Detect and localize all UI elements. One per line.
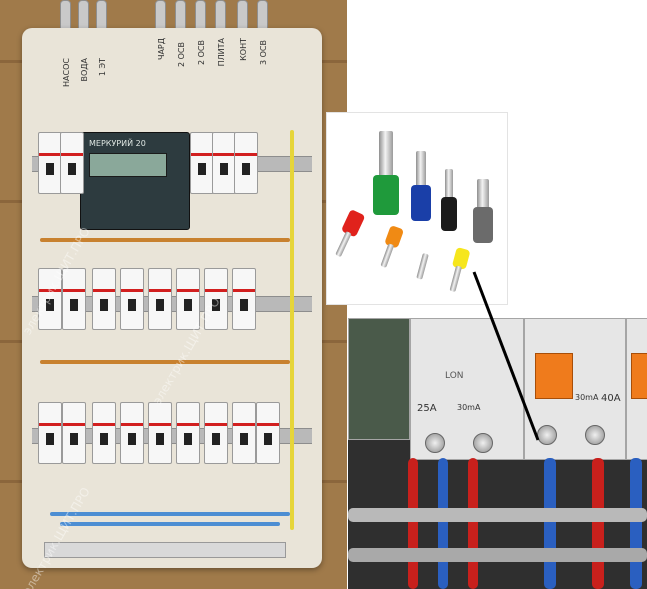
circuit-breaker [204, 402, 228, 464]
brand-label: LON [445, 371, 464, 381]
wire-blue [544, 458, 556, 589]
wire-red [468, 458, 478, 589]
cable-tag: 2 ОСВ [177, 42, 186, 68]
leakage-rating: 30mA [575, 393, 599, 402]
meter-display [89, 153, 167, 177]
circuit-breaker [38, 402, 62, 464]
leakage-rating: 30mA [457, 403, 481, 412]
terminal-screw [425, 433, 445, 453]
current-rating: 40A [601, 393, 621, 404]
rcd-device-right: 30mA 40A [524, 318, 626, 460]
cable-tag: 2 ОСВ [197, 40, 206, 66]
cable-tag: ПЛИТА [217, 38, 226, 67]
circuit-breaker [148, 402, 172, 464]
wire-red [592, 458, 604, 589]
circuit-breaker [204, 268, 228, 330]
rcd-device-edge [626, 318, 647, 460]
cable-tag: 3 ОСВ [259, 40, 268, 66]
terminal-screw [585, 425, 605, 445]
circuit-breaker [212, 132, 236, 194]
circuit-breaker [232, 402, 256, 464]
cable-tag: 1 ЭТ [98, 58, 107, 77]
circuit-breaker [38, 268, 62, 330]
terminal-strip [44, 542, 286, 558]
cable-tag: НАСОС [62, 58, 71, 87]
circuit-breaker [176, 268, 200, 330]
circuit-breaker [190, 132, 214, 194]
terminal-screw [537, 425, 557, 445]
rcd-closeup-photo: LON 25A 30mA 30mA 40A [348, 318, 647, 589]
wire-blue [438, 458, 448, 589]
wire-brown [40, 360, 290, 364]
wire-blue [60, 522, 280, 526]
rcd-device-left: LON 25A 30mA [410, 318, 524, 460]
rcd-toggle [535, 353, 573, 399]
cable-tag: ЧАРД [157, 38, 166, 61]
green-device [348, 318, 410, 440]
circuit-breaker [38, 132, 62, 194]
circuit-breaker [120, 268, 144, 330]
distribution-board-photo: НАСОС ВОДА 1 ЭТ ЧАРД 2 ОСВ 2 ОСВ ПЛИТА К… [0, 0, 347, 589]
circuit-breaker [92, 402, 116, 464]
circuit-breaker [62, 268, 86, 330]
circuit-breaker [62, 402, 86, 464]
cable-tag: ВОДА [80, 58, 89, 82]
wire-gray [348, 548, 647, 562]
wire-gray [348, 508, 647, 522]
wire-yellow-green [290, 130, 294, 530]
ferrules-photo [326, 112, 508, 305]
circuit-breaker [148, 268, 172, 330]
wire-blue [50, 512, 290, 516]
current-rating: 25A [417, 403, 437, 414]
cable-tag: КОНТ [239, 38, 248, 61]
electricity-meter: МЕРКУРИЙ 20 [80, 132, 190, 230]
terminal-screw [473, 433, 493, 453]
circuit-breaker [234, 132, 258, 194]
circuit-breaker [120, 402, 144, 464]
circuit-breaker [176, 402, 200, 464]
circuit-breaker [92, 268, 116, 330]
wire-red [408, 458, 418, 589]
meter-label: МЕРКУРИЙ 20 [89, 139, 146, 148]
circuit-breaker [232, 268, 256, 330]
circuit-breaker [60, 132, 84, 194]
rcd-toggle [631, 353, 647, 399]
wire-brown [40, 238, 290, 242]
wire-blue [630, 458, 642, 589]
circuit-breaker [256, 402, 280, 464]
